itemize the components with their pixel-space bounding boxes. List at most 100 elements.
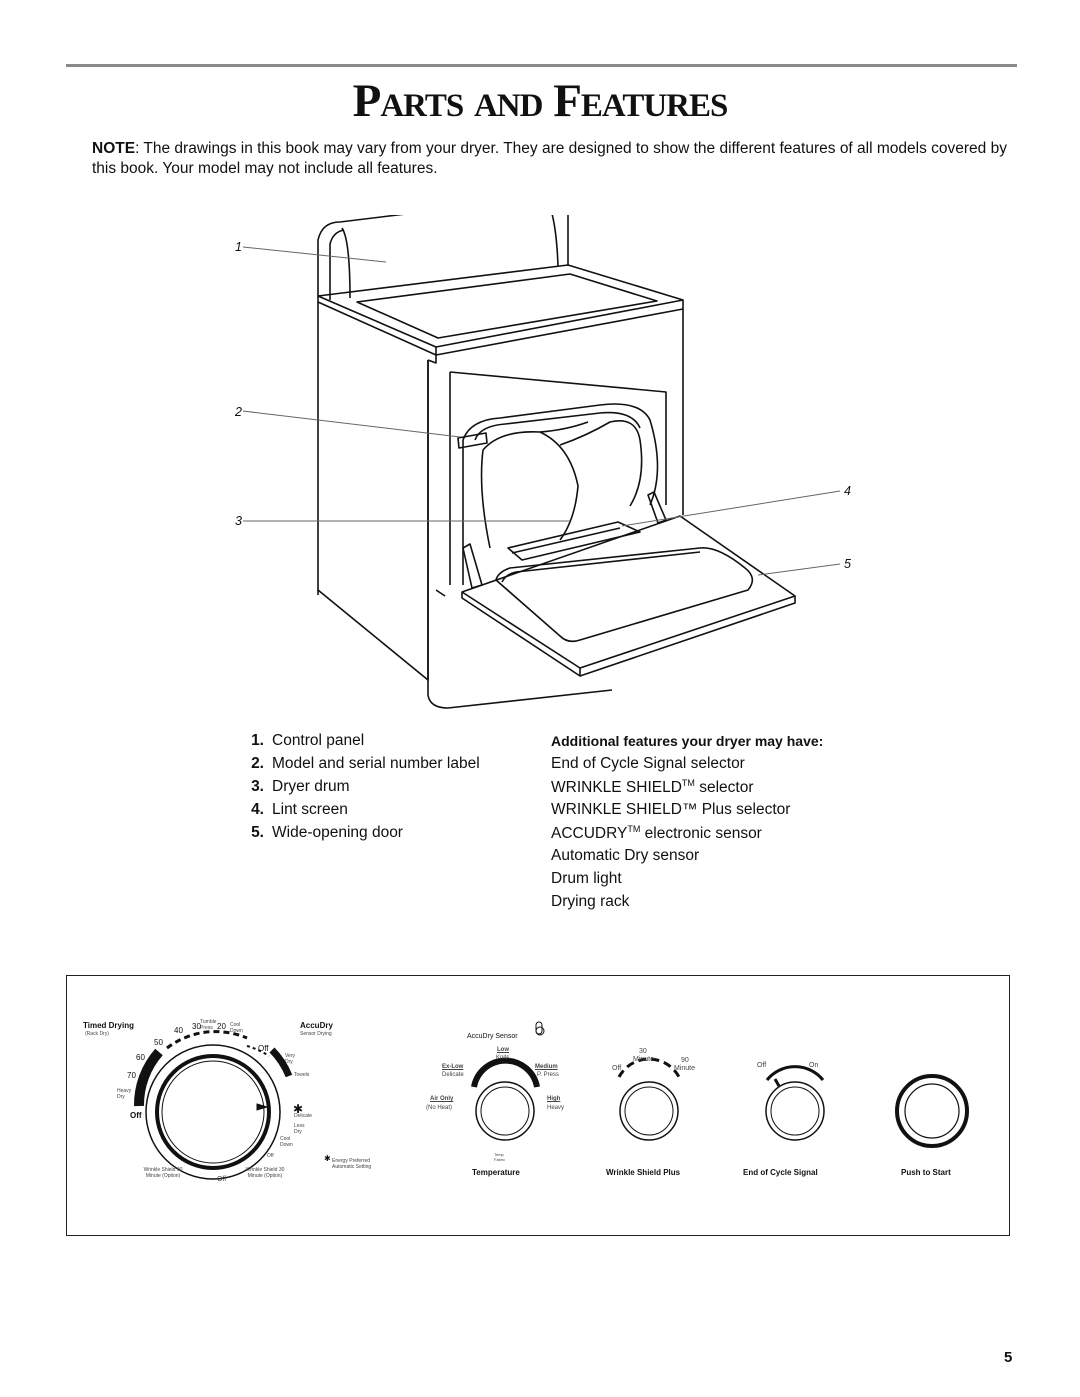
eoc-off-label: Off: [757, 1062, 767, 1069]
n40: 40: [174, 1026, 183, 1035]
trademark: TM: [627, 824, 641, 834]
off-left-label: Off: [130, 1111, 142, 1120]
page-number: 5: [1004, 1349, 1013, 1366]
accudry-sensor-label: AccuDry Sensor: [467, 1033, 518, 1040]
feature-item: Automatic Dry sensor: [551, 847, 841, 870]
ws-30-label: 30: [639, 1048, 647, 1055]
feature-item: WRINKLE SHIELD™ Plus selector: [551, 801, 841, 824]
dryer-illustration: [242, 215, 841, 709]
air-only-label: Air Only: [430, 1096, 454, 1102]
parts-list-item: 3. Dryer drum: [230, 778, 480, 801]
tumble-press-label: Tumble Press: [200, 1019, 217, 1031]
very-dry-label: Very Dry: [285, 1053, 296, 1065]
medium-label: Medium: [535, 1064, 558, 1070]
item-label: Dryer drum: [272, 778, 350, 795]
item-label: Lint screen: [272, 801, 348, 818]
energy-preferred-label: Energy Preferred Automatic Setting: [332, 1158, 372, 1170]
eoc-on-label: On: [809, 1062, 819, 1069]
wrinkle-shield-knob: [617, 1057, 681, 1141]
feature-item: Drum light: [551, 870, 841, 893]
item-label: Wide-opening door: [272, 824, 403, 841]
heavy-dry-label: Heavy Dry: [117, 1088, 132, 1100]
p-press-label: P. Press: [537, 1072, 559, 1078]
energy-star-icon: ✱: [293, 1102, 304, 1116]
heavy-label: Heavy: [547, 1105, 565, 1111]
ws30-label: Wrinkle Shield 30 Minute (Option): [245, 1167, 285, 1179]
feature-text: End of Cycle Signal selector: [551, 755, 745, 772]
cool-down-label: Cool Down: [230, 1022, 243, 1034]
feature-text: WRINKLE SHIELD™ Plus selector: [551, 801, 791, 818]
low-label: Low: [497, 1047, 509, 1053]
less-dry-label: Less Dry: [294, 1123, 305, 1135]
temp-fabric-label: Temp Fabric: [494, 1152, 506, 1162]
ws-off-label: Off: [612, 1065, 622, 1072]
item-number: 2.: [251, 755, 264, 772]
end-of-cycle-label: End of Cycle Signal: [743, 1168, 818, 1177]
parts-list: 1. Control panel 2. Model and serial numbe…: [230, 732, 480, 847]
n30: 30: [192, 1022, 201, 1031]
feature-item: ACCUDRYTM electronic sensor: [551, 824, 841, 847]
cool-down2-label: Cool Down: [280, 1136, 293, 1148]
no-heat-label: (No Heat): [426, 1105, 453, 1111]
cycle-dial: [133, 1030, 293, 1180]
knits-label: Knits: [496, 1055, 510, 1061]
feature-item: Drying rack: [551, 893, 841, 916]
accudry-label: AccuDry: [300, 1021, 333, 1030]
ws-minute-right-label: Minute: [674, 1065, 696, 1072]
page-title: Parts and Features: [352, 75, 729, 127]
n60: 60: [136, 1053, 145, 1062]
n70: 70: [127, 1071, 136, 1080]
control-panel-diagram: Timed Drying (Rack Dry) 40 30 Tumble Pre…: [66, 975, 1010, 1236]
feature-text: Automatic Dry sensor: [551, 847, 700, 864]
push-to-start-button: [895, 1074, 969, 1148]
item-number: 5.: [251, 824, 264, 841]
item-label: Model and serial number label: [272, 755, 480, 772]
high-label: High: [547, 1096, 561, 1102]
note-paragraph: NOTE: The drawings in this book may vary…: [92, 139, 1022, 179]
feature-text: Drum light: [551, 870, 622, 887]
timed-drying-label: Timed Drying: [83, 1021, 134, 1030]
parts-list-item: 1. Control panel: [230, 732, 480, 755]
item-number: 1.: [251, 732, 264, 749]
feature-text: WRINKLE SHIELD: [551, 779, 682, 797]
top-rule: [66, 64, 1017, 67]
note-label: NOTE: [92, 140, 136, 157]
off-ws-label: Off: [217, 1176, 227, 1183]
ex-low-label: Ex-Low: [442, 1064, 464, 1070]
feature-text-after: selector: [694, 779, 754, 797]
ws90-label: Wrinkle Shield 90 Minute (Option): [143, 1167, 183, 1179]
delicate-label: Delicate: [294, 1113, 313, 1119]
feature-text: Drying rack: [551, 893, 630, 910]
n20: 20: [217, 1022, 226, 1031]
sensor-drying-label: Sensor Drying: [300, 1031, 332, 1037]
parts-list-item: 5. Wide-opening door: [230, 824, 480, 847]
additional-list: End of Cycle Signal selector WRINKLE SHI…: [551, 755, 841, 916]
off-bottom-label: Off: [267, 1153, 274, 1159]
energy-star-small-icon: ✱: [324, 1154, 331, 1163]
ws-90-label: 90: [681, 1057, 689, 1064]
callout-3: 3: [235, 514, 242, 528]
feature-text-after: electronic sensor: [640, 825, 762, 843]
push-to-start-label: Push to Start: [901, 1168, 951, 1177]
n50: 50: [154, 1038, 163, 1047]
item-number: 4.: [251, 801, 264, 818]
trademark: TM: [681, 778, 695, 788]
end-of-cycle-knob: [765, 1065, 825, 1141]
towels-label: Towels: [294, 1072, 310, 1078]
note-text: : The drawings in this book may vary fro…: [92, 140, 1007, 177]
rack-dry-label: (Rack Dry): [85, 1031, 109, 1037]
feature-text: ACCUDRY: [551, 825, 628, 843]
callout-2: 2: [235, 405, 242, 419]
item-label: Control panel: [272, 732, 365, 749]
wrinkle-shield-plus-label: Wrinkle Shield Plus: [606, 1168, 681, 1177]
temperature-knob: [471, 1021, 545, 1141]
item-number: 3.: [251, 778, 264, 795]
callout-5: 5: [844, 557, 851, 571]
temperature-label: Temperature: [472, 1168, 520, 1177]
delicate2-label: Delicate: [442, 1072, 464, 1078]
parts-list-item: 2. Model and serial number label: [230, 755, 480, 778]
off-top-label: Off: [258, 1044, 269, 1053]
ws-minute-top-label: Minute: [633, 1056, 655, 1063]
callout-4: 4: [844, 484, 851, 498]
feature-item: WRINKLE SHIELDTM selector: [551, 778, 841, 801]
